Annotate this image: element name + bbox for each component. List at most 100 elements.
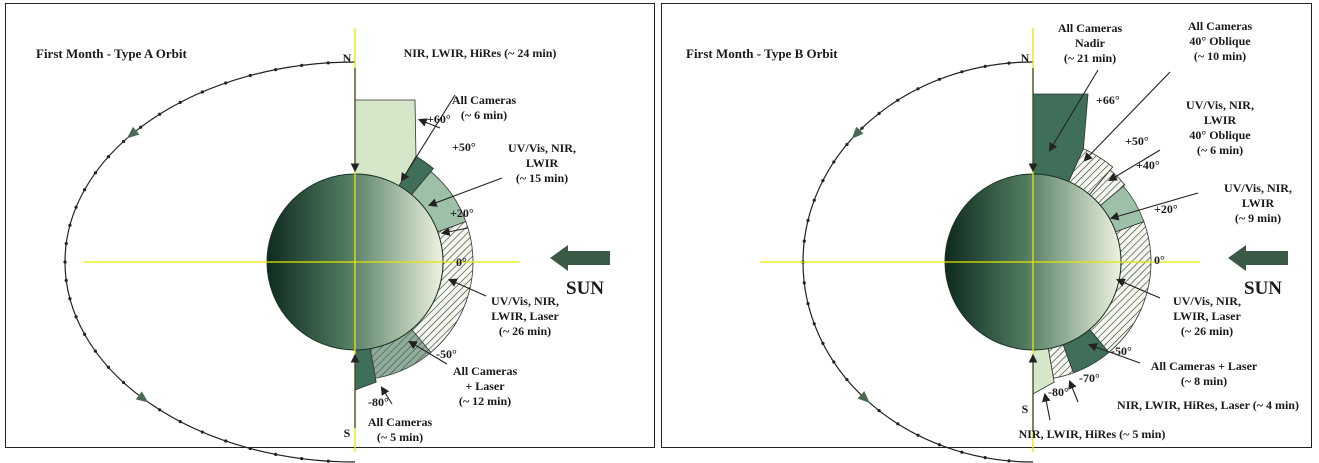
pointer-arrow: [1109, 192, 1199, 221]
orbit-tick: [806, 218, 810, 223]
orbit-direction-arrow: [126, 126, 140, 139]
label-uvvis-oblique-line: LWIR: [1204, 113, 1237, 127]
orbit-tick: [983, 456, 987, 460]
sun-label: SUN: [566, 278, 604, 299]
orbit-tick: [139, 125, 143, 129]
label-nir-lwir-hires-line: NIR, LWIR, HiRes (~ 5 min): [1019, 427, 1166, 441]
orbit-tick: [821, 179, 825, 183]
orbit-tick: [960, 70, 964, 74]
sun-label: SUN: [1244, 278, 1282, 299]
latitude-label: +40°: [1136, 158, 1160, 172]
label-all-cameras-line: (~ 6 min): [461, 108, 507, 122]
label-uvvis-oblique-line: (~ 6 min): [1197, 143, 1243, 157]
orbit-tick: [300, 63, 304, 68]
latitude-label: -70°: [1079, 371, 1100, 385]
orbit-tick: [158, 408, 162, 412]
label-uvvis-nir-lwir-line: LWIR: [1242, 196, 1275, 210]
orbit-tick: [82, 332, 87, 336]
orbit-tick: [1007, 459, 1011, 463]
orbit-tick: [74, 205, 78, 209]
latitude-label: 0°: [1154, 253, 1165, 267]
orbit-tick: [812, 198, 816, 202]
label-all-cameras: All Cameras(~ 6 min): [452, 93, 517, 122]
orbit-tick: [158, 112, 162, 116]
label-all-cameras-laser-line: + Laser: [465, 379, 505, 393]
orbit-tick: [121, 139, 126, 144]
orbit-tick: [832, 360, 836, 364]
orbit-tick: [812, 322, 816, 326]
orbit-tick: [802, 281, 806, 285]
panel-b-frame: [661, 3, 1312, 448]
orbit-tick: [983, 64, 987, 68]
label-uvvis-nir-lwir-line: (~ 9 min): [1235, 211, 1281, 225]
orbit-tick: [224, 439, 228, 443]
label-uvvis-nir-lwir-laser-line: (~ 26 min): [499, 324, 551, 338]
orbit-tick: [326, 459, 330, 463]
label-all-cameras-nadir-line: All Cameras: [1058, 21, 1123, 35]
latitude-label: +60°: [427, 112, 451, 126]
label-uvvis-nir-lwir: UV/Vis, NIR,LWIR(~ 9 min): [1224, 181, 1292, 225]
orbit-tick: [896, 422, 900, 426]
label-uvvis-oblique-line: 40° Oblique: [1189, 128, 1251, 142]
orbit-tick: [845, 142, 849, 147]
orbit-direction-arrow: [135, 391, 149, 403]
orbit-tick: [224, 81, 228, 85]
label-all-cameras-laser-line: (~ 8 min): [1181, 374, 1227, 388]
label-all-cameras-laser: All Cameras+ Laser(~ 12 min): [453, 364, 518, 408]
orbit-tick: [200, 430, 204, 434]
pointer-arrow: [427, 177, 503, 207]
pointer-arrow: [1115, 278, 1161, 299]
orbit-tick: [832, 160, 836, 164]
orbit-tick: [93, 171, 98, 175]
label-nir-lwir-hires-line: NIR, LWIR, HiRes (~ 24 min): [404, 46, 557, 60]
latitude-label: +66°: [1096, 93, 1120, 107]
latitude-label: +50°: [452, 140, 476, 154]
label-all-cameras-nadir-line: Nadir: [1075, 36, 1106, 50]
orbit-tick: [274, 452, 278, 456]
orbit-tick: [960, 450, 964, 454]
label-all-cameras-laser-line: All Cameras: [453, 364, 518, 378]
latitude-label: +50°: [1125, 134, 1149, 148]
orbit-tick: [178, 420, 182, 424]
panel-title: First Month - Type A Orbit: [36, 46, 187, 61]
label-uvvis-nir-lwir-laser-line: UV/Vis, NIR,: [1173, 294, 1241, 308]
orbit-tick: [63, 260, 67, 264]
label-uvvis-nir-lwir-line: LWIR: [526, 156, 559, 170]
orbit-tick: [916, 87, 920, 91]
orbit-tick: [106, 155, 111, 159]
orbit-tick: [326, 61, 330, 65]
label-uvvis-nir-lwir-laser-line: (~ 26 min): [1181, 324, 1233, 338]
latitude-label: -50°: [436, 347, 457, 361]
label-hires-laser: NIR, LWIR, HiRes, Laser (~ 4 min): [1117, 398, 1299, 412]
latitude-label: -80°: [368, 395, 389, 409]
label-uvvis-nir-lwir-line: UV/Vis, NIR,: [1224, 181, 1292, 195]
orbit-tick: [178, 100, 182, 104]
orbit-tick: [68, 297, 72, 301]
latitude-label: +20°: [450, 206, 474, 220]
north-label: N: [1021, 51, 1030, 65]
orbit-tick: [82, 188, 87, 192]
sun-arrow-icon: [550, 245, 610, 271]
latitude-label: 0°: [456, 255, 467, 269]
orbit-tick: [74, 315, 78, 319]
panel-title: First Month - Type B Orbit: [686, 46, 838, 61]
orbit-tick: [877, 111, 881, 115]
orbit-tick: [937, 443, 942, 447]
label-uvvis-nir-lwir-laser-line: LWIR, Laser: [1173, 309, 1241, 323]
south-label: S: [1022, 402, 1029, 416]
pointer-arrow: [1083, 71, 1171, 162]
label-nir-lwir-hires: NIR, LWIR, HiRes (~ 24 min): [404, 46, 557, 60]
orbit-tick: [877, 409, 881, 413]
label-south-all-cameras-line: (~ 5 min): [377, 430, 423, 444]
label-uvvis-nir-lwir-line: (~ 15 min): [516, 171, 568, 185]
latitude-label: -80°: [1048, 385, 1069, 399]
label-nir-lwir-hires: NIR, LWIR, HiRes (~ 5 min): [1019, 427, 1166, 441]
pointer-arrow: [417, 118, 441, 129]
pointer-arrow: [1108, 149, 1161, 182]
label-all-cameras-oblique-line: 40° Oblique: [1189, 34, 1251, 48]
pointer-arrow: [408, 340, 448, 365]
